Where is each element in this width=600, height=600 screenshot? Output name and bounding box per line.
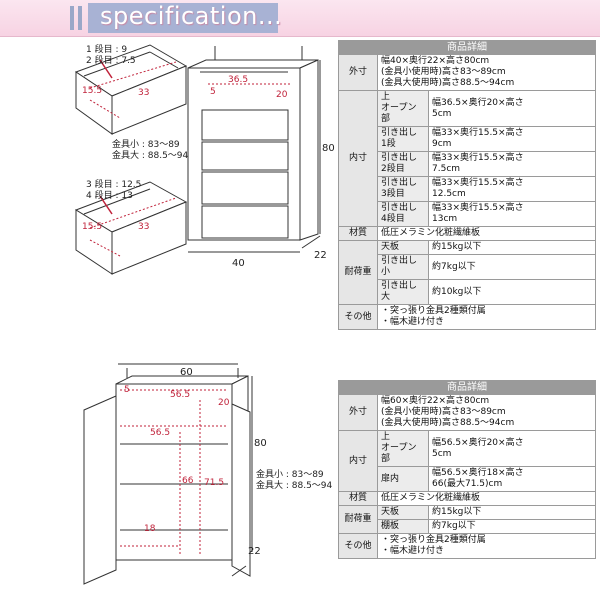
inner-row-name: 上オープン部 [377, 430, 429, 467]
load-row-value: 約7kg以下 [428, 254, 596, 280]
wide-base: 18 [144, 524, 156, 534]
load-row-name: 天板 [377, 240, 429, 255]
material-value: 低圧メラミン化粧繊維板 [377, 491, 596, 506]
other-label: その他 [338, 304, 378, 330]
page-title: specification... [100, 2, 283, 30]
inner-label: 内寸 [338, 90, 378, 227]
table-title: 商品詳細 [338, 380, 596, 395]
load-row-name: 棚板 [377, 519, 429, 534]
wide-total-height: 71.5 [204, 478, 225, 488]
top-drawings [74, 44, 321, 275]
large-drawer-label-2: 4 段目 : 13 [86, 191, 133, 201]
wide-depth: 22 [248, 546, 261, 557]
small-drawer-depth: 15.5 [82, 86, 103, 96]
header-title-background [88, 3, 278, 33]
large-drawer-depth: 15.5 [82, 222, 103, 232]
outer-label: 外寸 [338, 394, 378, 431]
material-value: 低圧メラミン化粧繊維板 [377, 226, 596, 241]
large-drawer-label-1: 3 段目 : 12.5 [86, 180, 142, 190]
wide-width: 60 [180, 367, 193, 378]
wide-shelf-width: 56.5 [150, 428, 171, 438]
other-value: ・突っ張り金具2種類付属 ・幅木避け付き [377, 304, 596, 330]
bottom-kanagu-large: 金具大 : 88.5〜94 [256, 481, 333, 491]
tall-width: 40 [232, 258, 245, 269]
inner-row-name: 上オープン部 [377, 90, 429, 127]
outer-value: 幅40×奥行22×高さ80cm (金具小使用時)高さ83〜89cm (金具大使用… [377, 54, 596, 91]
load-row-value: 約10kg以下 [428, 279, 596, 305]
load-row-name: 引き出し小 [377, 254, 429, 280]
top-kanagu-large: 金具大 : 88.5〜94 [112, 151, 189, 161]
wide-shelf-height: 66 [182, 476, 194, 486]
bottom-kanagu-small: 金具小 : 83〜89 [256, 470, 324, 480]
material-label: 材質 [338, 491, 378, 506]
load-row-value: 約15kg以下 [428, 240, 596, 255]
wide-left-top: 5 [124, 385, 130, 395]
bottom-drawings [83, 363, 253, 585]
large-drawer-width: 33 [138, 222, 150, 232]
tall-depth: 22 [314, 250, 327, 261]
small-drawer-drawing [74, 44, 188, 135]
other-label: その他 [338, 533, 378, 559]
tall-inner-depth: 20 [276, 90, 288, 100]
header-stripe [78, 6, 82, 30]
tall-inner-width: 36.5 [228, 75, 249, 85]
page-header: specification... [0, 0, 600, 37]
tall-inner-left: 5 [210, 87, 216, 97]
top-kanagu-small: 金具小 : 83〜89 [112, 140, 180, 150]
load-row-value: 約15kg以下 [428, 505, 596, 520]
header-stripe [70, 6, 74, 30]
spec-table-wide: 商品詳細 外寸 幅60×奥行22×高さ80cm (金具小使用時)高さ83〜89c… [338, 380, 596, 559]
small-drawer-width: 33 [138, 88, 150, 98]
small-drawer-label-1: 1 段目 : 9 [86, 45, 128, 55]
spec-table-tall: 商品詳細 外寸 幅40×奥行22×高さ80cm (金具小使用時)高さ83〜89c… [338, 40, 596, 330]
load-row-value: 約7kg以下 [428, 519, 596, 534]
other-value: ・突っ張り金具2種類付属 ・幅木避け付き [377, 533, 596, 559]
load-row-name: 引き出し大 [377, 279, 429, 305]
inner-label: 内寸 [338, 430, 378, 492]
wide-height: 80 [254, 438, 267, 449]
load-row-name: 天板 [377, 505, 429, 520]
load-label: 耐荷重 [338, 505, 378, 534]
inner-row-name: 扉内 [377, 466, 429, 492]
table-title: 商品詳細 [338, 40, 596, 55]
load-label: 耐荷重 [338, 240, 378, 305]
outer-value: 幅60×奥行22×高さ80cm (金具小使用時)高さ83〜89cm (金具大使用… [377, 394, 596, 431]
outer-label: 外寸 [338, 54, 378, 91]
wide-inner-top: 56.5 [170, 390, 191, 400]
small-drawer-label-2: 2 段目 : 7.5 [86, 56, 136, 66]
material-label: 材質 [338, 226, 378, 241]
tall-cabinet-drawing [187, 46, 319, 241]
tall-height: 80 [322, 143, 335, 154]
wide-inner-depth: 20 [218, 398, 230, 408]
